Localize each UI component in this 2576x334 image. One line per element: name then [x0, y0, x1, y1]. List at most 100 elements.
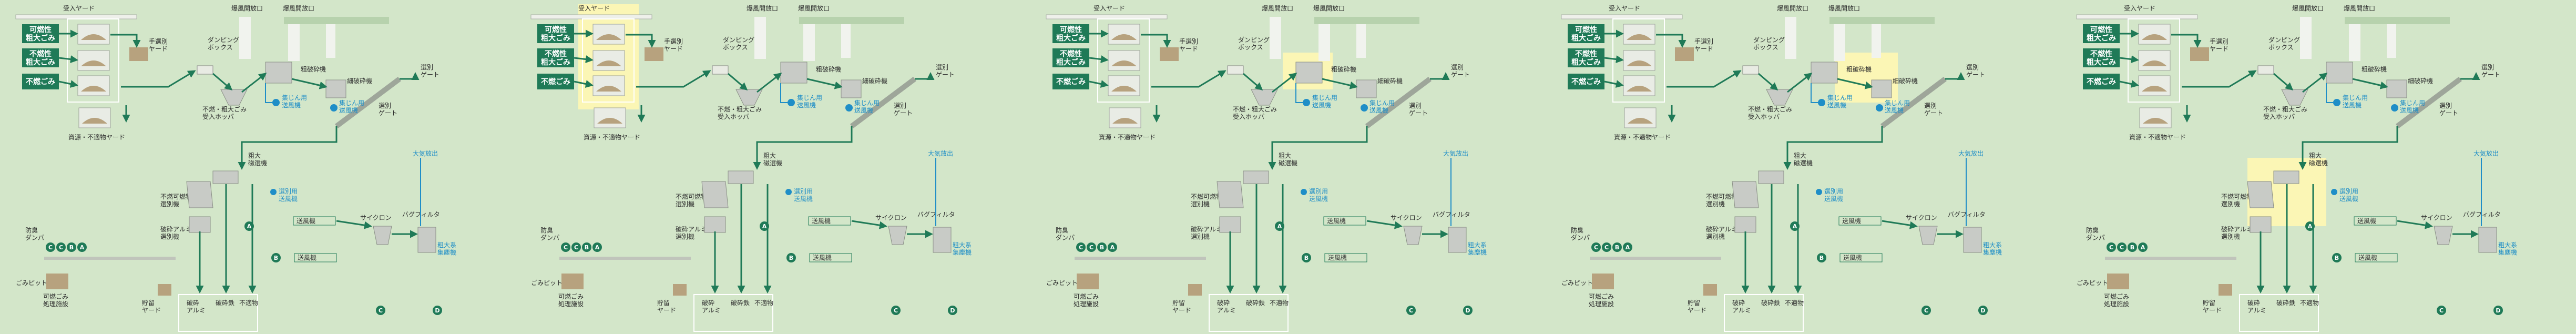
label-dust-fan-1: 集じん用送風機 [1827, 94, 1853, 109]
label-line: 粗大ごみ [26, 58, 55, 67]
flow-to-cyclone [1366, 220, 1403, 229]
label-line: 選別機 [160, 200, 179, 208]
damper-circle-1 [2107, 242, 2116, 252]
label-line: 資源・不適物ヤード [2129, 133, 2186, 141]
label-fire-damper: 防臭ダンパ [2086, 226, 2105, 241]
label-incombustible-sorter: 不燃可燃物選別機 [160, 193, 192, 208]
label-line: 集塵機 [437, 248, 456, 256]
exhaust-shelf [1829, 17, 1935, 24]
garbage-pit-pile [2107, 274, 2129, 289]
cyclone-machine [373, 226, 392, 245]
label-line: 不燃性 [29, 49, 52, 58]
flow-circle-a [244, 221, 254, 231]
storage-yard-pile [673, 284, 687, 296]
flow-circle-b-label: B [1304, 255, 1309, 261]
label-garbage-pit: ごみピット [16, 279, 47, 287]
label-line: 資源・不適物ヤード [68, 133, 125, 141]
label-line: 粗大系 [2498, 241, 2517, 249]
bin-2-pile [596, 60, 621, 66]
input-incombustible-large-label: 不燃性粗大ごみ [541, 49, 570, 67]
damper-circle-1-label: C [2109, 244, 2113, 251]
blower-box-2 [294, 253, 337, 262]
exhaust-duct-1 [2300, 17, 2312, 59]
label-line: 受入ヤード [2124, 5, 2155, 12]
label-line: ヤード [2203, 307, 2222, 314]
label-dust-fan-1: 集じん用送風機 [797, 94, 822, 109]
flow-incombustible-large [2119, 55, 2139, 64]
label-large-dust-blower: 粗大系集塵機 [1983, 241, 2002, 256]
damper-circle-1 [46, 242, 55, 252]
label-line: ゲート [894, 109, 913, 117]
panel-2: 受入ヤード可燃性粗大ごみ不燃性粗大ごみ不燃ごみ資源・不適物ヤード手選別ヤードダン… [530, 4, 972, 332]
label-line: 処理施設 [558, 300, 584, 308]
label-line: 貯留 [1688, 299, 1700, 307]
input-incombustible-large-label: 不燃性粗大ごみ [2087, 49, 2116, 67]
flow-circle-c-label: C [379, 307, 383, 314]
label-line: 不燃性 [1060, 49, 1082, 58]
manual-sort-pile [2190, 47, 2209, 61]
cyclone-machine [888, 226, 907, 245]
label-manual-sort-yard: 手選別ヤード [1179, 38, 1198, 53]
label-line: 資源・不適物ヤード [584, 133, 640, 141]
flow-to-cyclone [851, 220, 887, 229]
coarse-crusher-machine [780, 62, 807, 84]
bin-3-pile [1111, 86, 1137, 92]
blower-box-2 [2355, 253, 2398, 262]
label-line: 送風機 [797, 101, 816, 109]
label-line: 粗大ごみ [2087, 34, 2116, 43]
label-line: 可燃性 [1575, 25, 1597, 34]
label-line: 送風機 [1327, 217, 1346, 225]
label-large-dust-blower: 粗大系集塵機 [437, 241, 456, 256]
label-line: ボックス [208, 44, 233, 51]
label-receive-yard: 受入ヤード [578, 5, 610, 12]
receive-hopper [735, 89, 763, 106]
dumping-box [1742, 65, 1759, 75]
input-incombustible-large-label: 不燃性粗大ごみ [1056, 49, 1086, 67]
panel-1: 受入ヤード可燃性粗大ごみ不燃性粗大ごみ不燃ごみ資源・不適物ヤード手選別ヤードダン… [15, 4, 456, 332]
label-blower-2: 送風機 [1843, 254, 1862, 261]
label-unsuitable: 不適物 [239, 299, 258, 307]
exhaust-shelf [1314, 17, 1419, 24]
label-line: 不燃可燃物 [2221, 193, 2253, 200]
input-incombustible-large [1568, 48, 1604, 67]
input-combustible-label: 可燃性粗大ごみ [1056, 25, 1086, 43]
fan-icon-2 [845, 104, 853, 112]
flow-incombustible-large [58, 55, 78, 64]
label-line: 選別 [2481, 64, 2494, 71]
label-line: 不燃ごみ [541, 77, 570, 86]
label-sort-fan: 選別用送風機 [279, 188, 298, 203]
label-line: 受入ホッパ [2263, 113, 2295, 120]
label-line: ダンピング [723, 36, 754, 44]
label-line: 防臭 [25, 226, 38, 234]
label-line: 不燃ごみ [1571, 77, 1601, 86]
label-sort-gate-1: 選別ゲート [421, 64, 439, 78]
label-dumping-box: ダンピングボックス [2268, 36, 2300, 51]
input-incombustible [537, 74, 574, 89]
label-line: ヤード [664, 45, 683, 53]
damper-circle-1-label: C [1594, 244, 1598, 251]
blower-box-2 [1839, 253, 1883, 262]
flow-to-sort-gate [2460, 72, 2480, 80]
label-line: 処理施設 [2104, 300, 2129, 308]
bin-2-pile [1111, 60, 1137, 66]
label-line: 不燃性 [1575, 49, 1597, 58]
label-line: 選別 [379, 102, 391, 109]
damper-circle-2-label: C [2120, 244, 2124, 251]
incombustible-sorter-machine [1732, 181, 1759, 208]
yard-roof [1561, 14, 1683, 19]
label-line: ダンピング [1753, 36, 1785, 44]
blower-box-2 [809, 253, 852, 262]
flow-to-sort-gate [1945, 72, 1965, 80]
blower-box-1 [293, 216, 336, 226]
garbage-pit-pile [46, 274, 68, 289]
yard-frame [1612, 18, 1665, 103]
coarse-crusher-machine [1811, 62, 1838, 84]
label-line: ゲート [2481, 71, 2500, 78]
label-line: 防臭 [1056, 226, 1068, 234]
label-unsuitable: 不適物 [1785, 299, 1804, 307]
label-receive-hopper: 不燃・粗大ごみ受入ホッパ [1233, 105, 1277, 120]
exhaust-duct-3 [326, 24, 335, 58]
label-line: 貯留 [657, 299, 670, 307]
panel-3: 受入ヤード可燃性粗大ごみ不燃性粗大ごみ不燃ごみ資源・不適物ヤード手選別ヤードダン… [1046, 4, 1487, 332]
label-line: ヤード [657, 307, 676, 314]
